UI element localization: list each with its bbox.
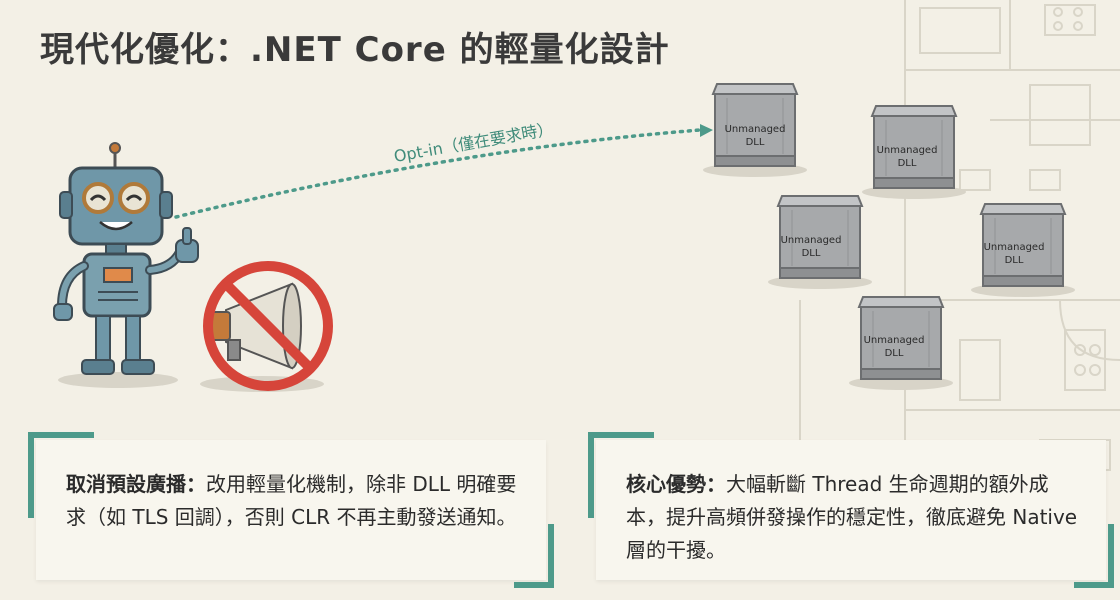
dll-label: Unmanaged <box>984 242 1045 253</box>
card-text: 取消預設廣播：改用輕量化機制，除非 DLL 明確要求（如 TLS 回調），否則 … <box>66 468 524 534</box>
dll-server: Unmanaged DLL <box>702 83 808 178</box>
card-corner-accent <box>1074 524 1114 588</box>
dll-label: DLL <box>802 248 821 259</box>
dll-label: DLL <box>898 158 917 169</box>
dll-label: Unmanaged <box>725 124 786 135</box>
dll-server: Unmanaged DLL <box>767 195 873 290</box>
page-title: 現代化優化：.NET Core 的輕量化設計 <box>40 30 670 70</box>
dll-label: DLL <box>885 348 904 359</box>
prohibited-icon <box>203 261 333 391</box>
info-card-advantage: 核心優勢：大幅斬斷 Thread 生命週期的額外成本，提升高頻併發操作的穩定性，… <box>588 432 1114 588</box>
dll-label: Unmanaged <box>877 145 938 156</box>
card-body: 大幅斬斷 Thread 生命週期的額外成本，提升高頻併發操作的穩定性，徹底避免 … <box>626 472 1078 562</box>
dll-server: Unmanaged DLL <box>970 203 1076 298</box>
robot-icon <box>53 142 199 388</box>
opt-in-label: Opt-in（僅在要求時） <box>392 119 554 166</box>
info-card-broadcast: 取消預設廣播：改用輕量化機制，除非 DLL 明確要求（如 TLS 回調），否則 … <box>28 432 554 588</box>
card-heading: 核心優勢： <box>626 472 726 496</box>
card-body: 改用輕量化機制，除非 DLL 明確要求（如 TLS 回調），否則 CLR 不再主… <box>66 472 517 529</box>
card-text: 核心優勢：大幅斬斷 Thread 生命週期的額外成本，提升高頻併發操作的穩定性，… <box>626 468 1084 567</box>
dll-label: DLL <box>1005 255 1024 266</box>
card-corner-accent <box>514 524 554 588</box>
opt-in-arrow <box>174 124 713 219</box>
card-corner-accent <box>28 432 94 518</box>
dll-server: Unmanaged DLL <box>848 296 954 391</box>
dll-server: Unmanaged DLL <box>861 105 967 200</box>
card-corner-accent <box>588 432 654 518</box>
dll-label: Unmanaged <box>781 235 842 246</box>
card-heading: 取消預設廣播： <box>66 472 206 496</box>
dll-label: DLL <box>746 137 765 148</box>
dll-label: Unmanaged <box>864 335 925 346</box>
